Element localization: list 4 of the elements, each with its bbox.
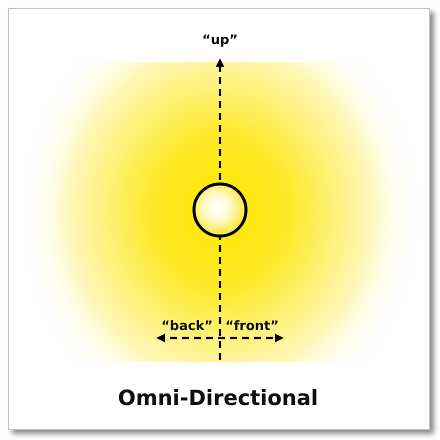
direction-label: “back”	[161, 319, 213, 334]
direction-label: “up”	[202, 33, 238, 48]
diagram-title: Omni-Directional	[118, 386, 318, 410]
direction-label: “front”	[225, 319, 279, 334]
